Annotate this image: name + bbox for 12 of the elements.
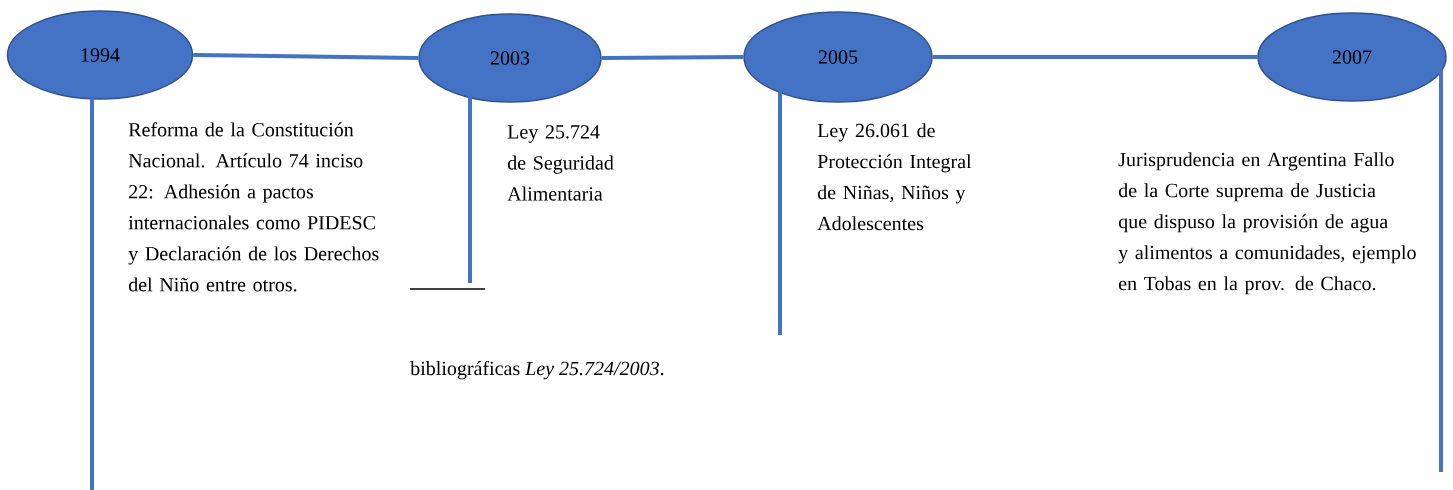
stem-line [778,91,782,335]
stem-line [90,97,94,490]
timeline-line [932,55,1258,59]
timeline-line [601,55,744,60]
stem-line [468,96,472,283]
reference-text: bibliográficas Ley 25.724/2003. [410,360,664,380]
event-description: Ley 25.724 de Seguridad Alimentaria [507,125,614,201]
event-description: Reforma de la Constitución Nacional. Artículo 74 inciso 22: Adhesión a pactos internacionales como PIDESC y Declaración de los Derechos del Niño entre otros. [128,122,379,292]
stem-line [1439,70,1443,472]
event-description: Jurisprudencia en Argentina Fallo de la Corte suprema de Justicia que dispuso la provisión de agua y alimentos a comunidades, ejemplo en Tobas en la prov. de Chaco. [1118,152,1416,295]
event-description: Ley 26.061 de Protección Integral de Niñas, Niños y Adolescentes [817,123,972,231]
timeline-line [193,53,419,60]
